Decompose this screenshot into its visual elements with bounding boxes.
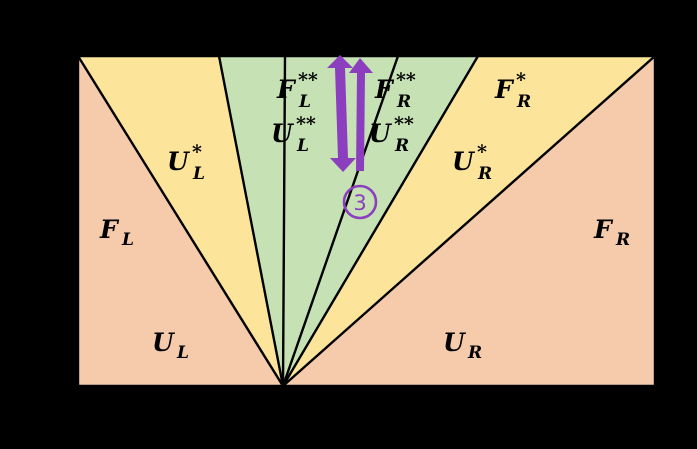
label-state-right-dstar-sup: **	[394, 113, 414, 135]
ray-left-star	[217, 55, 285, 387]
label-flux-left-dstar-sup: **	[298, 69, 318, 91]
ray-contact	[281, 55, 287, 387]
label-flux-right-star: F * R	[494, 69, 531, 112]
downward-double-arrow	[327, 55, 356, 172]
ray-right-inner	[281, 55, 400, 387]
wave-rays	[76, 55, 656, 387]
label-flux-right-double-star: F ** R	[374, 69, 416, 112]
annotation-arrows	[327, 55, 373, 172]
label-state-right: U R	[443, 328, 482, 363]
label-flux-right-star-sub: R	[516, 92, 531, 112]
label-flux-right-dstar-sup: **	[396, 69, 416, 91]
label-flux-right-sub: R	[615, 230, 630, 250]
label-state-right-base: U	[443, 328, 467, 357]
label-flux-left-double-star: F ** L	[276, 69, 318, 112]
label-state-right-star-base: U	[452, 147, 476, 176]
label-flux-right-star-sup: *	[516, 69, 526, 91]
label-state-right-sub: R	[467, 343, 482, 363]
label-state-right-dstar-sub: R	[394, 136, 409, 156]
step-number-badge: 3	[342, 184, 378, 220]
label-state-left-star-sub: L	[192, 164, 205, 184]
label-state-left-base: U	[152, 328, 176, 357]
ray-right-star	[281, 55, 480, 387]
step-number-text: 3	[353, 191, 366, 215]
label-flux-left-sub: L	[121, 230, 134, 250]
ray-right-boundary	[282, 55, 656, 387]
label-state-left-dstar-sup: **	[296, 113, 316, 135]
label-state-right-star-sup: *	[477, 141, 487, 163]
label-flux-right: F R	[593, 215, 630, 250]
label-flux-left-base: F	[99, 215, 120, 244]
upward-arrow	[349, 58, 373, 171]
label-flux-right-dstar-sub: R	[396, 92, 411, 112]
label-state-right-dstar-base: U	[369, 119, 393, 148]
label-flux-left: F L	[99, 215, 134, 250]
label-state-left-dstar-base: U	[271, 119, 295, 148]
ray-left-boundary	[76, 55, 285, 387]
label-state-left-star: U * L	[167, 141, 205, 184]
label-state-left-star-sup: *	[192, 141, 202, 163]
label-state-right-star: U * R	[452, 141, 492, 184]
label-flux-left-dstar-base: F	[276, 75, 297, 104]
label-state-left: U L	[152, 328, 189, 363]
frame-border	[76, 54, 657, 388]
label-flux-right-star-base: F	[494, 75, 515, 104]
step-number-circle	[342, 184, 378, 220]
label-state-left-double-star: U ** L	[271, 113, 316, 156]
label-state-right-star-sub: R	[477, 164, 492, 184]
label-state-left-dstar-sub: L	[296, 136, 309, 156]
label-flux-right-base: F	[593, 215, 614, 244]
label-flux-right-dstar-base: F	[374, 75, 395, 104]
label-flux-left-dstar-sub: L	[298, 92, 311, 112]
label-state-left-star-base: U	[167, 147, 191, 176]
label-state-right-double-star: U ** R	[369, 113, 414, 156]
label-state-left-sub: L	[176, 343, 189, 363]
